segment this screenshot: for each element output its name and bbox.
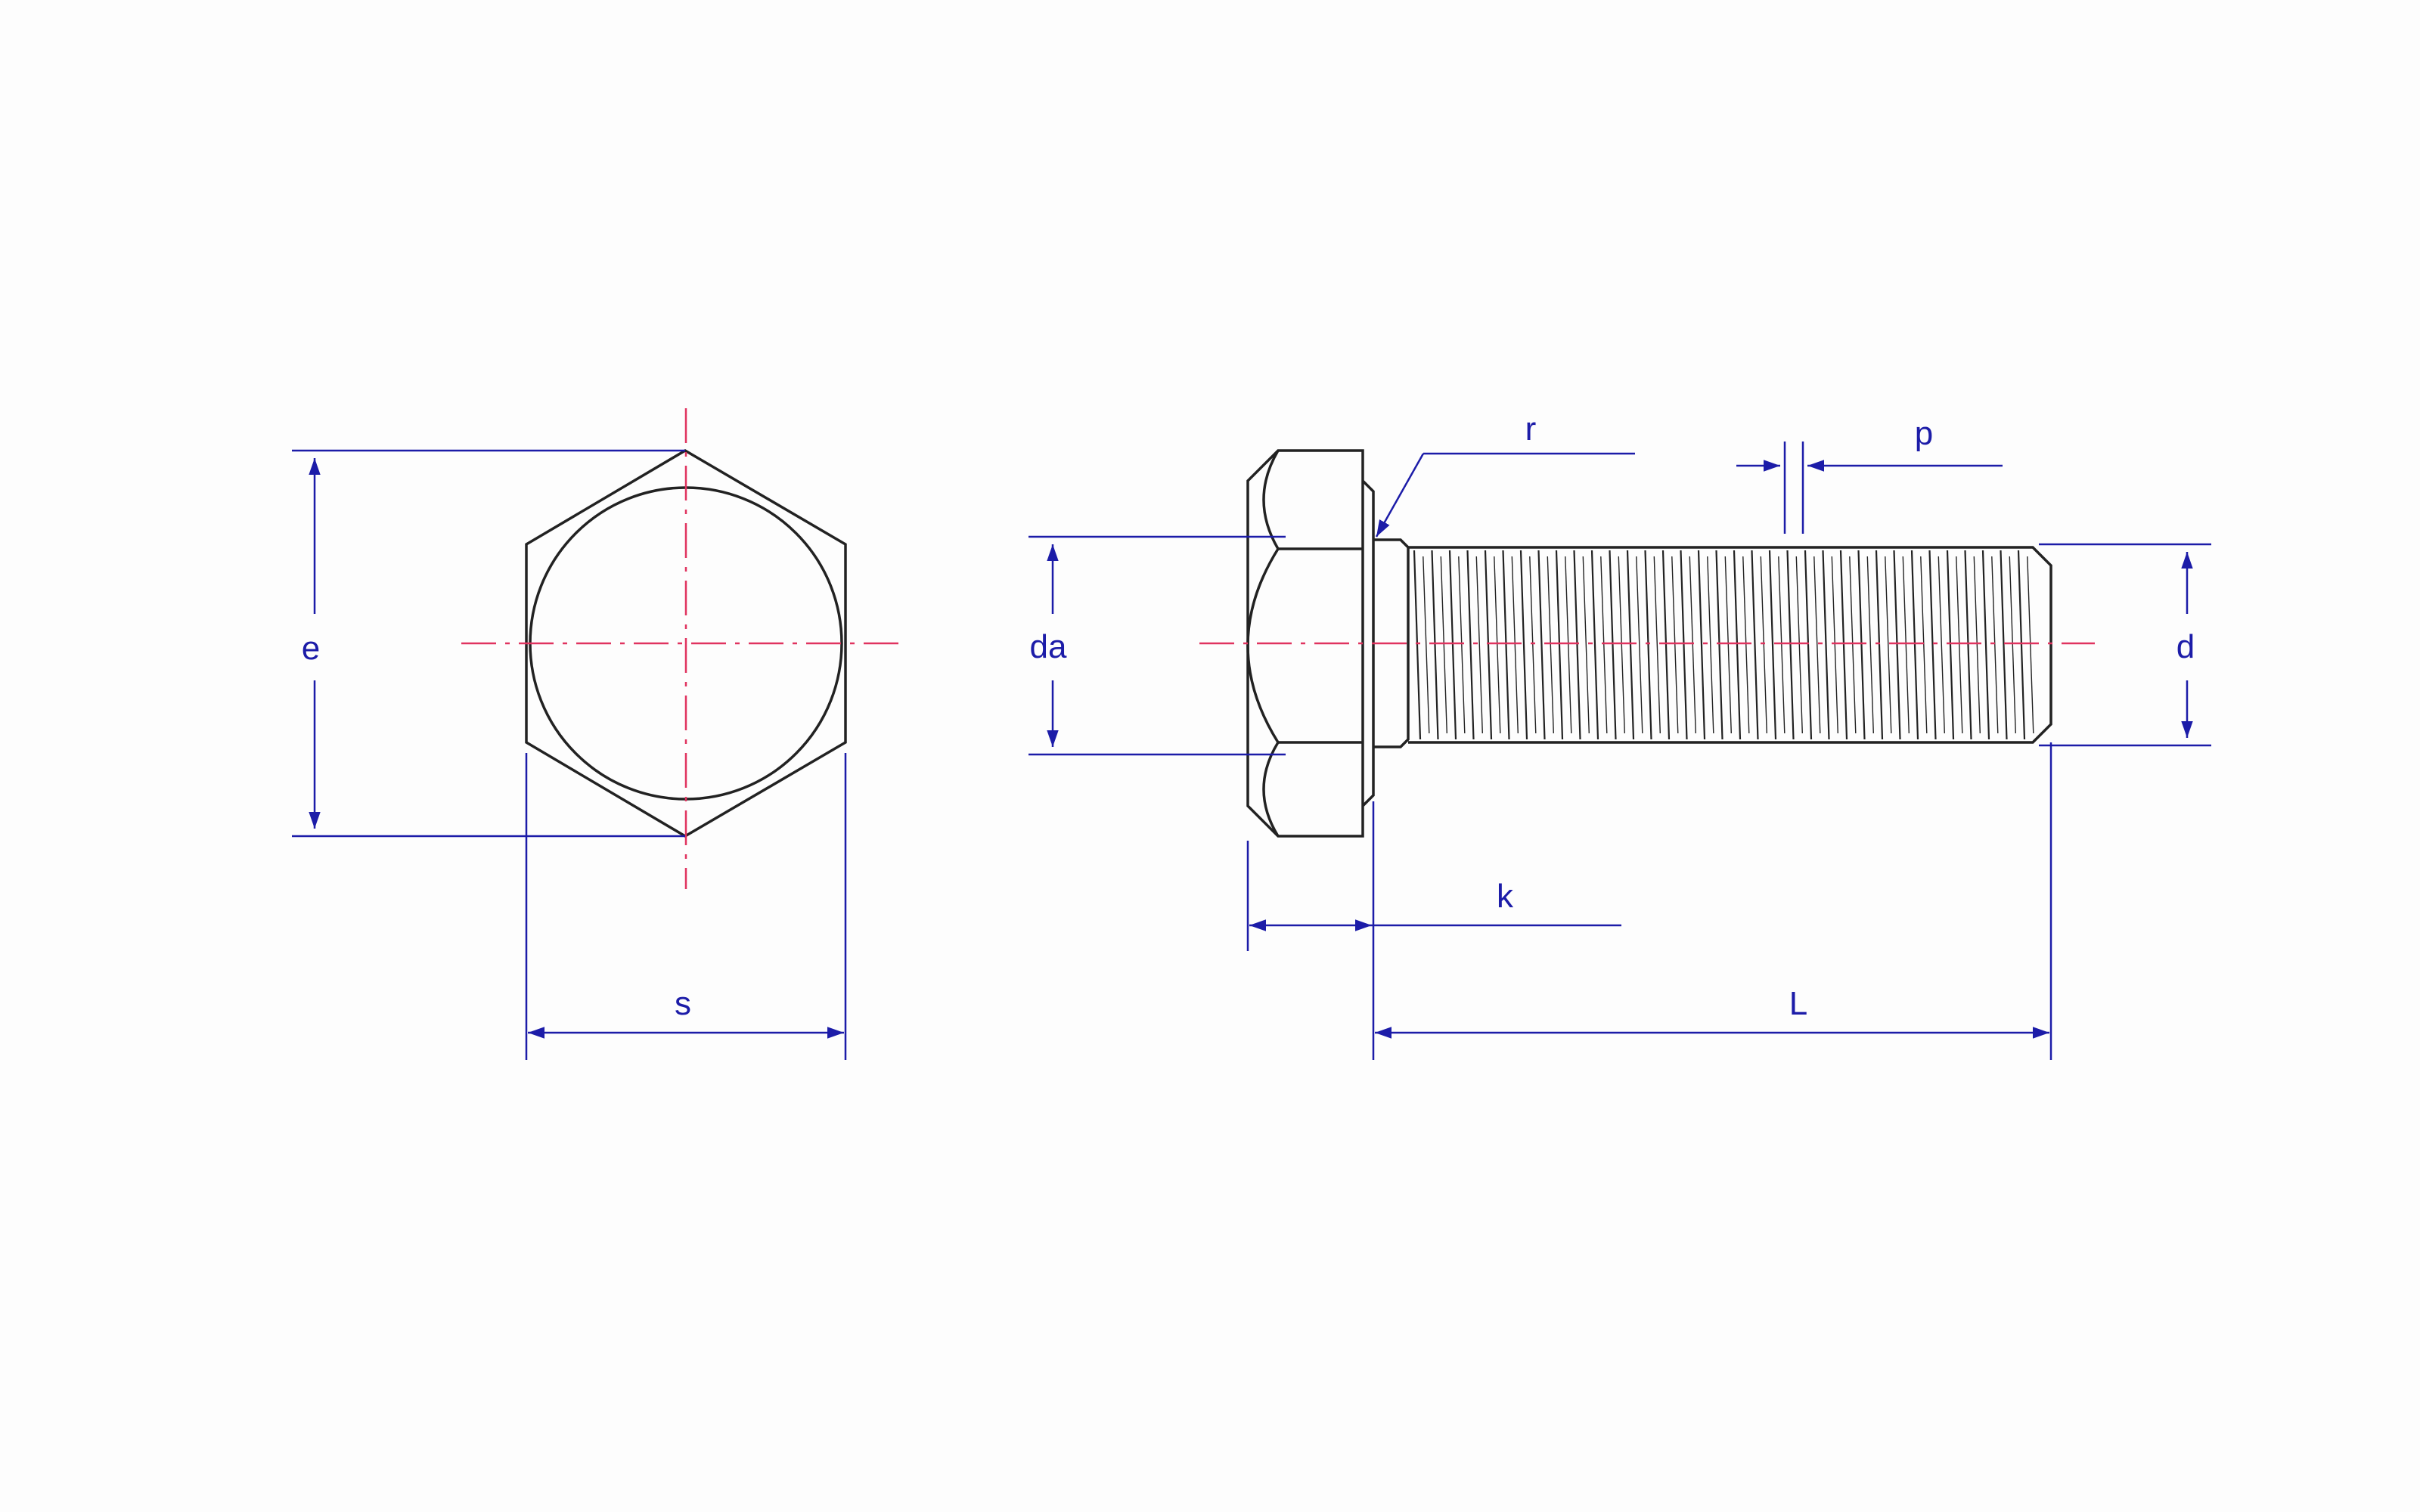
- thread-crest-line: [1981, 550, 1990, 740]
- thread-crest-line: [1839, 550, 1848, 740]
- thread-crest-line: [1928, 550, 1937, 740]
- thread-crest-line: [1644, 550, 1652, 740]
- thread-crest-line: [1573, 550, 1581, 740]
- thread-crest-line: [1626, 550, 1635, 740]
- thread-root-line: [1885, 556, 1892, 734]
- thread-crest-line: [1822, 550, 1830, 740]
- dimension-s: [525, 753, 847, 1060]
- head-chamfer-arc-top: [1262, 450, 1280, 550]
- thread-crest-line: [1893, 550, 1901, 740]
- thread-outline: [1408, 546, 2052, 744]
- thread-crest-line: [1431, 550, 1439, 740]
- dimension-p-label: p: [1915, 415, 1933, 452]
- thread-root-line: [1938, 556, 1945, 734]
- side-view: [1199, 449, 2095, 838]
- dimension-r-label: r: [1525, 411, 1537, 448]
- thread-root-line: [1671, 556, 1679, 734]
- thread-root-line: [2027, 556, 2034, 734]
- thread-root-line: [1440, 556, 1447, 734]
- thread-crest-line: [1502, 550, 1510, 740]
- thread-crest-line: [1857, 550, 1866, 740]
- shank-fillet: [1373, 538, 1410, 748]
- dimension-r: [1375, 452, 1635, 538]
- thread-root-line: [1529, 556, 1537, 734]
- thread-root-line: [1778, 556, 1786, 734]
- thread-crest-line: [1768, 550, 1777, 740]
- thread-crest-line: [1519, 550, 1528, 740]
- dimension-e-label: e: [302, 630, 320, 667]
- thread-crest-line: [1715, 550, 1723, 740]
- washer-face: [1361, 479, 1375, 807]
- thread-root-line: [1760, 556, 1767, 734]
- end-view: [461, 408, 904, 889]
- dimension-k: [1246, 801, 1621, 1060]
- thread-crest-line: [2017, 550, 2026, 740]
- head-chamfer-arc-bottom: [1262, 742, 1280, 837]
- thread-root-line: [1511, 556, 1519, 734]
- thread-root-line: [1795, 556, 1803, 734]
- head-chamfer-arc-middle: [1246, 548, 1280, 743]
- dimension-d: [2039, 543, 2211, 747]
- thread-root-line: [1582, 556, 1590, 734]
- thread-root-line: [1547, 556, 1554, 734]
- thread-root-line: [1724, 556, 1732, 734]
- dimension-d-label: d: [2176, 628, 2195, 665]
- thread-root-line: [1423, 556, 1430, 734]
- thread-crest-line: [1733, 550, 1742, 740]
- dimension-da: [1028, 535, 1286, 756]
- thread-crest-line: [1910, 550, 1919, 740]
- dimension-s-label: s: [675, 985, 691, 1022]
- thread-root-line: [1813, 556, 1821, 734]
- thread-crest-line: [1484, 550, 1493, 740]
- thread-root-line: [1475, 556, 1483, 734]
- thread-crest-line: [1590, 550, 1599, 740]
- dimension-k-label: k: [1497, 878, 1514, 915]
- thread-root-line: [1600, 556, 1608, 734]
- thread-crest-line: [1804, 550, 1813, 740]
- thread-crest-line: [1661, 550, 1671, 740]
- thread-root-line: [1866, 556, 1874, 734]
- thread-crest-line: [1786, 550, 1795, 740]
- thread-root-line: [1831, 556, 1838, 734]
- thread-root-line: [1565, 556, 1572, 734]
- thread-crest-line: [1964, 550, 1972, 740]
- thread-crest-line: [1555, 550, 1564, 740]
- thread-crest-line: [1413, 550, 1422, 740]
- thread-crest-line: [2000, 550, 2008, 740]
- thread-crest-line: [1680, 550, 1688, 740]
- thread-lines: [1413, 550, 2034, 740]
- thread-crest-line: [1448, 550, 1457, 740]
- thread-root-line: [1618, 556, 1625, 734]
- thread-root-line: [1920, 556, 1928, 734]
- thread-root-line: [1956, 556, 1963, 734]
- thread-root-line: [1458, 556, 1466, 734]
- thread-root-line: [2009, 556, 2016, 734]
- thread-crest-line: [1875, 550, 1884, 740]
- thread-crest-line: [1697, 550, 1706, 740]
- thread-root-line: [1973, 556, 1981, 734]
- thread-root-line: [1707, 556, 1714, 734]
- dimension-L: [1375, 742, 2052, 1060]
- dimension-da-label: da: [1030, 628, 1067, 665]
- dimension-p: [1736, 442, 2003, 534]
- thread-root-line: [1689, 556, 1696, 734]
- thread-root-line: [1636, 556, 1643, 734]
- thread-root-line: [1742, 556, 1750, 734]
- thread-root-line: [1653, 556, 1661, 734]
- dimension-e: [292, 449, 685, 838]
- thread-crest-line: [1609, 550, 1617, 740]
- thread-crest-line: [1946, 550, 1955, 740]
- thread-root-line: [1494, 556, 1501, 734]
- thread-root-line: [1849, 556, 1857, 734]
- thread-root-line: [1991, 556, 1999, 734]
- dimension-L-label: L: [1789, 985, 1807, 1022]
- thread-root-line: [1902, 556, 1910, 734]
- thread-crest-line: [1537, 550, 1546, 740]
- thread-crest-line: [1751, 550, 1759, 740]
- thread-crest-line: [1466, 550, 1475, 740]
